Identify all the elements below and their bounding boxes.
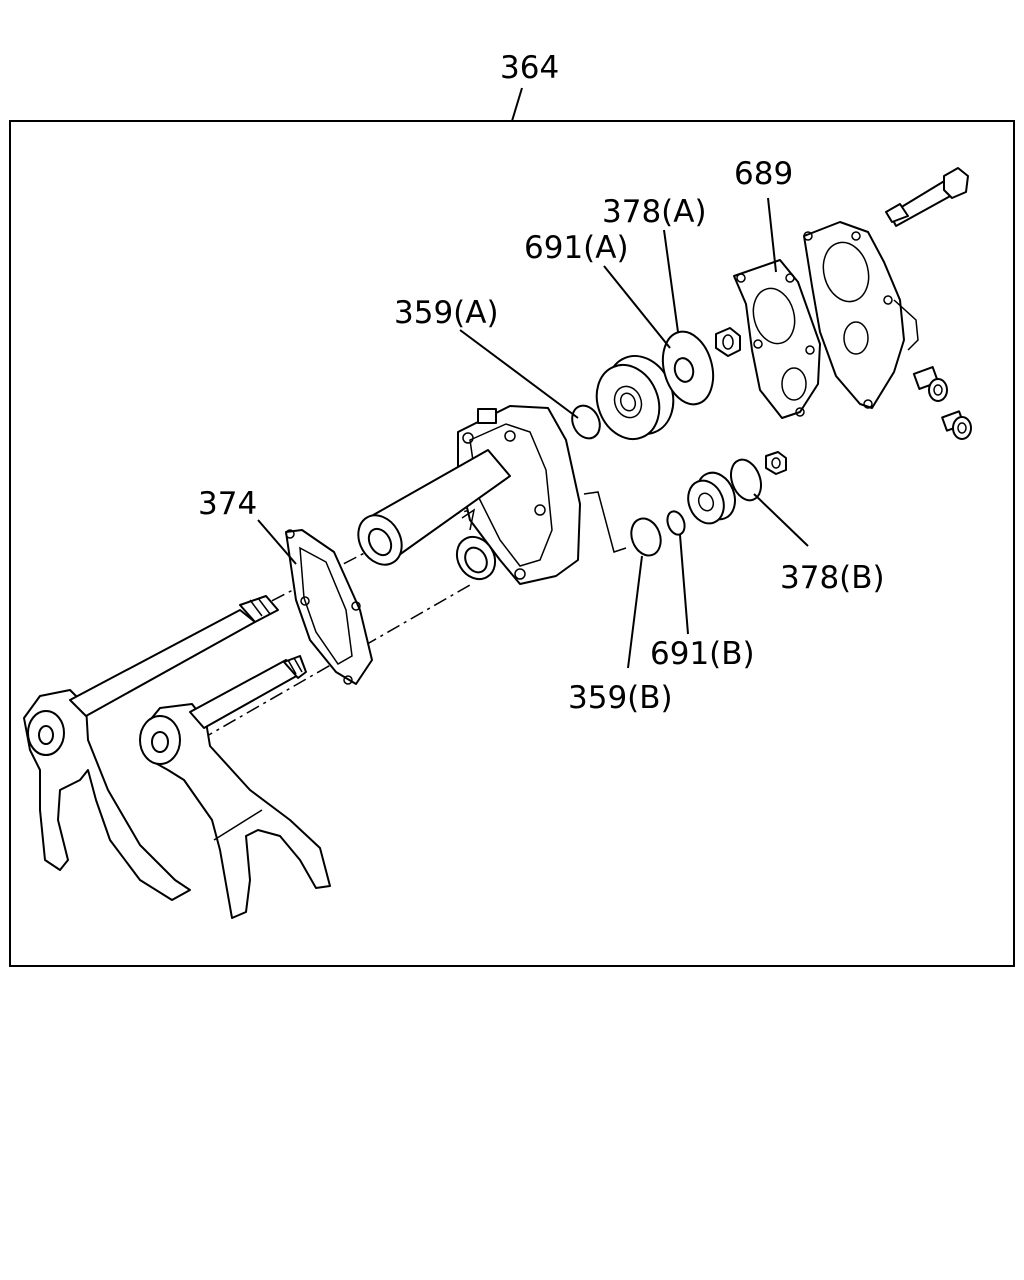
callout-378b: 378(B) xyxy=(780,560,885,596)
break-line xyxy=(583,491,627,553)
diagram-frame xyxy=(9,120,1015,967)
callout-359a: 359(A) xyxy=(394,295,499,331)
nut-upper xyxy=(715,327,741,357)
cylinder-housing xyxy=(357,405,581,585)
washer-691b xyxy=(666,510,686,536)
nut-lower xyxy=(765,451,787,475)
bolt-short xyxy=(885,203,909,223)
end-cover xyxy=(803,221,919,409)
assembly-leader xyxy=(511,87,523,122)
fitting-lower xyxy=(941,410,972,440)
gasket-689 xyxy=(733,259,821,419)
callout-359b: 359(B) xyxy=(568,680,673,716)
o-ring-359a xyxy=(571,404,601,440)
callout-689: 689 xyxy=(734,156,793,192)
fitting-upper xyxy=(912,366,948,402)
leader-lines xyxy=(257,197,809,669)
callout-378a: 378(A) xyxy=(602,194,707,230)
callouts: 689 378(A) 691(A) 359(A) 374 378(B) 691(… xyxy=(198,156,885,716)
piston-a xyxy=(595,355,675,440)
callout-374: 374 xyxy=(198,486,257,522)
shift-fork-left xyxy=(23,595,279,901)
seal-378b xyxy=(730,458,762,502)
washer-691a xyxy=(673,357,695,383)
o-ring-359b xyxy=(630,517,662,557)
piston-b xyxy=(687,471,736,525)
callout-691a: 691(A) xyxy=(524,230,629,266)
gasket-374 xyxy=(285,529,373,685)
callout-691b: 691(B) xyxy=(650,636,755,672)
assembly-label: 364 xyxy=(500,50,559,86)
shift-fork-right xyxy=(139,655,331,919)
